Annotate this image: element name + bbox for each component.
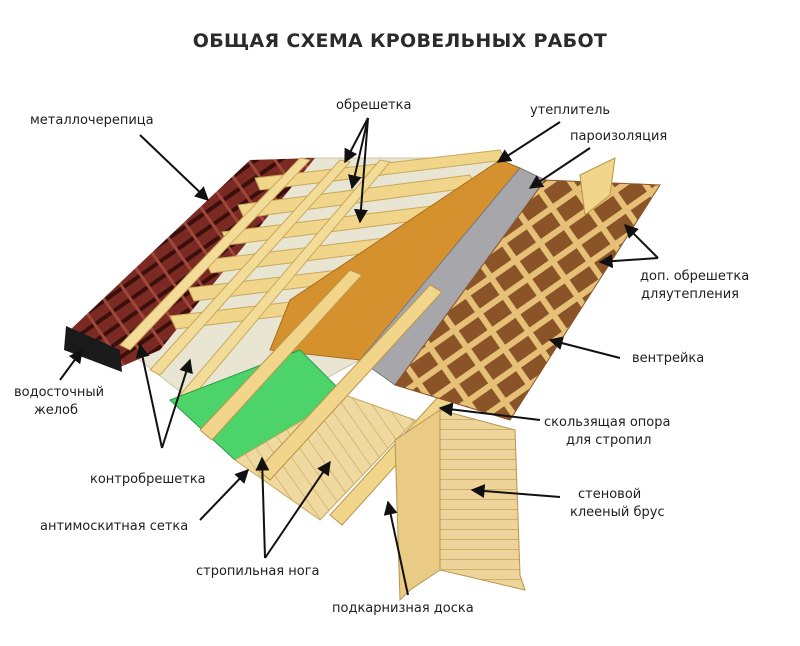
arrow-counter-1	[135, 343, 163, 449]
label-sliding-support-1: скользящая опора	[544, 415, 671, 430]
label-ventilation: вентрейка	[632, 351, 705, 366]
label-vapor-barrier: пароизоляция	[570, 129, 668, 144]
arrow-rafter-2	[264, 460, 331, 559]
gable-wall	[429, 409, 526, 591]
label-battens: обрешетка	[336, 98, 412, 113]
label-metal-tile: металлочерепица	[30, 113, 154, 128]
label-eaves-board: подкарнизная доска	[332, 601, 474, 616]
leader-arrows	[59, 117, 659, 596]
arrow-metal-tile	[139, 134, 210, 201]
counter-battens	[119, 157, 391, 401]
arrow-extra-1	[624, 224, 659, 259]
arrow-wall	[470, 484, 561, 498]
page-title: ОБЩАЯ СХЕМА КРОВЕЛЬНЫХ РАБОТ	[192, 30, 608, 52]
arrow-gutter	[59, 348, 83, 381]
arrow-eaves	[383, 500, 409, 596]
arrow-rafter-1	[255, 456, 270, 559]
arrow-battens-2	[347, 117, 369, 190]
extra-battens-lattice	[394, 179, 661, 421]
wall-edge	[394, 409, 441, 602]
label-wall-beam-1: стеновой	[578, 487, 642, 502]
label-insulation: утеплитель	[530, 103, 611, 118]
arrow-net	[199, 468, 249, 521]
arrow-counter-2	[161, 358, 193, 449]
label-counter-battens: контробрешетка	[90, 472, 206, 487]
arrow-extra-2	[598, 254, 659, 269]
label-wall-beam-2: клееный брус	[570, 505, 665, 520]
arrow-vent	[548, 336, 621, 359]
arrow-battens-1	[344, 117, 369, 164]
arrow-sliding	[438, 402, 541, 421]
label-extra-battens-1: доп. обрешетка	[640, 269, 750, 284]
arrow-vapor	[528, 147, 591, 189]
label-gutter-1: водосточный	[14, 385, 105, 400]
label-sliding-support-2: для стропил	[566, 433, 652, 448]
gutter	[64, 326, 122, 372]
label-gutter-2: желоб	[34, 403, 78, 418]
label-mosquito-net: антимоскитная сетка	[40, 519, 189, 534]
label-extra-battens-2: дляутепления	[641, 287, 739, 302]
ridge-beam	[579, 157, 616, 216]
arrow-battens-3	[353, 117, 369, 224]
label-rafter: стропильная нога	[196, 564, 320, 579]
arrow-insulation	[496, 121, 561, 163]
